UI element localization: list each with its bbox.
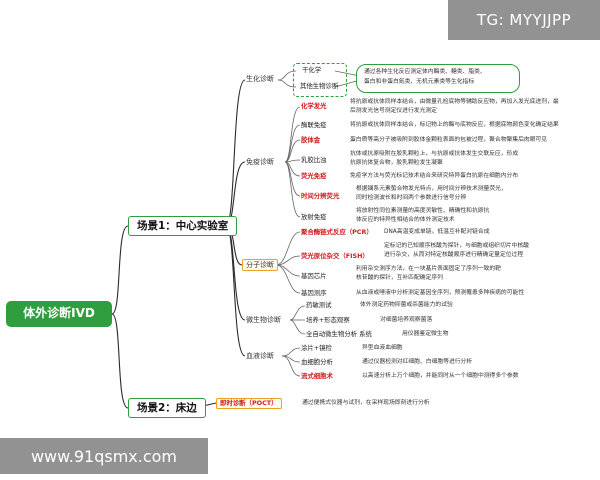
biochem-desc-line1: 通过各种生化反应测定体内酶类、糖类、脂类、: [364, 69, 486, 75]
molecular-label: 分子诊断: [242, 259, 278, 272]
immuno-chemiluminescence-desc-1: 将抗原或抗体同样本结合，由微量孔检底物等辅助反应物，再加入发光底进剂，最: [350, 99, 559, 105]
molecular-fish-desc-2: 进行杂交，从而对特定核酸顺序进行精确定量定位过程: [384, 252, 524, 258]
molecular-gene-sequencing: 基因测序: [301, 289, 327, 297]
blood-label: 血液诊断: [246, 352, 274, 360]
microbio-ast-desc: 体外测定药物抑菌或杀菌能力的试验: [360, 302, 453, 308]
microbio-ast: 药敏测试: [306, 301, 332, 309]
molecular-gene-chip-desc-1: 利用杂交测序方法，在一块基片表面固定了序列一致的靶: [356, 266, 501, 272]
biochem-desc-box: 通过各种生化反应测定体内酶类、糖类、脂类、 蛋白和非蛋白氮类、无机元素类等生化指…: [356, 64, 520, 93]
immuno-elisa-desc: 将抗原或抗体同样本结合，标记物上的酶与底物反应，根据底物颜色变化确定结果: [350, 122, 559, 128]
scene2-node: 场景2：床边: [128, 398, 206, 419]
biochem-sub-other: 其他生物诊断: [300, 82, 339, 90]
molecular-fish: 荧光原位杂交（FISH）: [301, 252, 369, 260]
blood-cell-analysis-desc: 通过仪器检测对红细胞、白细胞等进行分析: [362, 359, 473, 365]
microbio-culture-desc: 对细菌培养观察菌落: [380, 317, 433, 323]
immuno-latex-desc-2: 抗原抗体复合物，胶乳颗粒发生凝聚: [350, 160, 443, 166]
immuno-radioimmuno-desc-2: 体反应的特异性相结合的体外测定技术: [356, 217, 455, 223]
microbio-culture: 培养+形态观察: [306, 316, 350, 324]
biochem-desc-line2: 蛋白和非蛋白氮类、无机元素类等生化指标: [364, 79, 475, 85]
biochem-sub-dry-chem: 干化学: [302, 66, 322, 74]
immuno-radioimmuno: 放射免疫: [301, 213, 327, 221]
blood-smear-desc: 异型血液血细胞: [362, 345, 403, 351]
molecular-gene-chip: 基因芯片: [301, 272, 327, 280]
poct-desc: 通过便携式仪器与试剂，在采样现场即刻进行分析: [302, 400, 430, 406]
immuno-elisa: 酶联免疫: [301, 121, 327, 129]
poct-label: 即时诊断（POCT）: [216, 398, 282, 410]
immuno-fluorescence-desc: 免疫学方法与荧光标记技术结合来研究特异蛋白抗原在细胞内分布: [350, 173, 519, 179]
watermark-tg: TG: MYYJJPP: [448, 0, 600, 40]
immuno-time-resolved-desc-2: 同时检测波长和时间两个参数进行信号分辨: [356, 195, 467, 201]
molecular-pcr: 聚合酶链式反应（PCR）: [301, 228, 373, 236]
biochem-sub-box: [293, 63, 347, 97]
watermark-url: www.91qsmx.com: [0, 438, 208, 474]
immuno-fluorescence: 荧光免疫: [301, 172, 327, 180]
blood-cell-analysis: 血细胞分析: [301, 358, 333, 366]
immuno-latex-desc-1: 抗体或抗原吸附在胶乳颗粒上，与抗原或抗体发生交联反应，形成: [350, 151, 519, 157]
immuno-chemiluminescence: 化学发光: [301, 102, 327, 110]
immuno-time-resolved: 时间分辨荧光: [301, 192, 340, 200]
root-node: 体外诊断IVD: [6, 301, 112, 327]
biochem-label: 生化诊断: [246, 75, 274, 83]
blood-flow-cytometry-desc: 以高速分析上万个细胞，并能同时从一个细胞中测得多个参数: [362, 373, 519, 379]
blood-flow-cytometry: 流式细胞术: [301, 372, 333, 380]
scene1-node: 场景1：中心实验室: [128, 216, 238, 237]
immuno-time-resolved-desc-1: 根据镧系元素螯合物发光特点，用时间分辨技术测量荧光，: [356, 186, 507, 192]
microbio-auto-system: 全自动微生物分析 系统: [306, 330, 372, 338]
immuno-colloidal-gold: 胶体金: [301, 136, 321, 144]
immuno-radioimmuno-desc-1: 将放射性同位素测量的高度灵敏性、精确性和抗原抗: [356, 208, 490, 214]
molecular-gene-chip-desc-2: 核苷酸的探针，互补匹配确定序列: [356, 275, 443, 281]
molecular-pcr-desc: DNA高温变成单链，低温互补配对链合成: [384, 229, 490, 235]
immuno-latex-turbidimetry: 乳胶比浊: [301, 156, 327, 164]
immuno-label: 免疫诊断: [246, 158, 274, 166]
molecular-gene-sequencing-desc: 从血液或唾液中分析测定基因全序列，预测罹患多种疾病的可能性: [356, 290, 525, 296]
microbio-label: 微生物诊断: [246, 316, 281, 324]
molecular-fish-desc-1: 定标记的已知顺序核酸为探针，与细胞或组织切片中核酸: [384, 243, 529, 249]
immuno-chemiluminescence-desc-2: 后测发光信号测定仪进行发光测定: [350, 108, 437, 114]
microbio-auto-system-desc: 用仪器鉴定微生物: [402, 331, 449, 337]
immuno-colloidal-gold-desc: 蛋白质等高分子被吸附到胶体金颗粒表面的包被过程，聚合物聚集后肉眼可见: [350, 137, 548, 143]
blood-smear: 涂片+镜检: [301, 344, 332, 352]
